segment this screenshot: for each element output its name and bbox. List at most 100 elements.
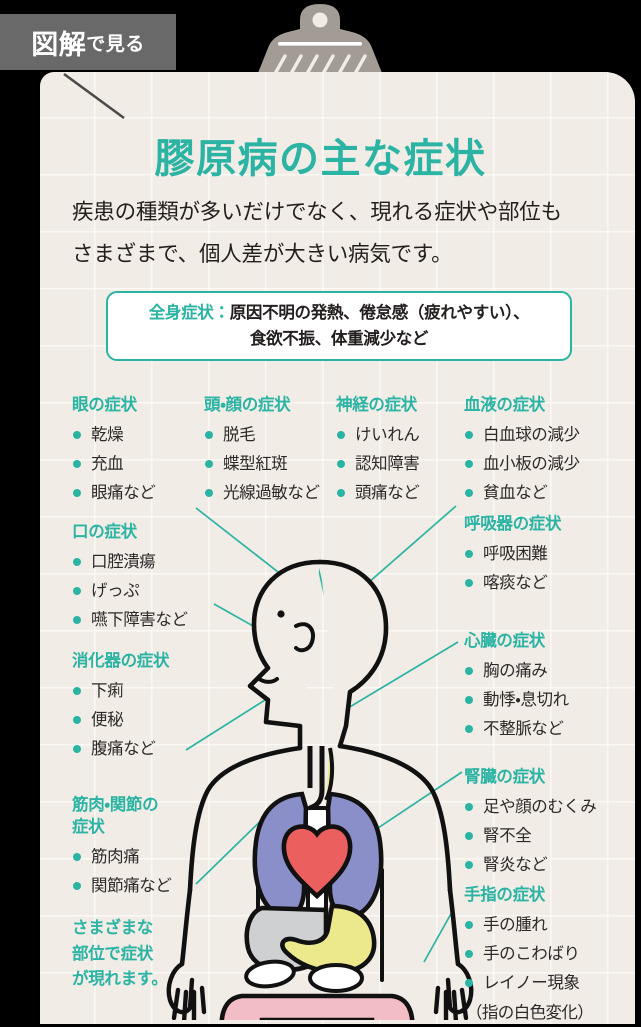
item-label: 腎炎など xyxy=(483,855,548,875)
group-heading-blood: 血液の症状 xyxy=(464,395,546,414)
item-label: 下痢 xyxy=(91,680,124,700)
pancreas xyxy=(308,963,364,993)
bullet-dot xyxy=(73,587,81,596)
bullet-dot xyxy=(465,430,473,439)
gallbladder xyxy=(244,959,296,989)
item-label: 口腔潰瘍 xyxy=(91,551,156,571)
figure-badge: 図解 で見る xyxy=(0,14,176,70)
list-item: 蝶型紅斑 xyxy=(204,449,320,478)
item-label: 貧血など xyxy=(483,483,548,503)
list-item: 白血球の減少 xyxy=(464,420,580,449)
item-label: 便秘 xyxy=(91,710,124,730)
symptom-group-head-face: 頭・顔の症状 脱毛 蝶型紅斑 光線過敏など xyxy=(204,394,320,508)
bullet-dot xyxy=(465,460,473,469)
bullet-dot xyxy=(337,430,345,439)
list-item: 眼痛など xyxy=(72,478,156,507)
bullet-dot xyxy=(73,430,81,439)
item-label: 足や顔のむくみ xyxy=(483,796,597,816)
list-item: 嚥下障害など xyxy=(72,605,188,634)
item-label: 白血球の減少 xyxy=(483,424,580,444)
bullet-dot xyxy=(73,460,81,469)
right-hand xyxy=(433,961,474,1020)
item-label: レイノー現象 xyxy=(483,973,580,993)
symptom-group-muscle-joint: 筋肉・関節の 症状 筋肉痛 関節痛など xyxy=(72,794,172,900)
group-heading-nerve: 神経の症状 xyxy=(336,395,418,414)
list-item: 動悸・息切れ xyxy=(464,685,569,714)
list-item: 胸の痛み xyxy=(464,656,569,685)
bullet-dot xyxy=(73,616,81,625)
item-label: 充血 xyxy=(91,454,124,474)
group-list-respiratory: 呼吸困難 喀痰など xyxy=(464,539,561,598)
group-list-nerve: けいれん 認知障害 頭痛など xyxy=(336,420,420,508)
group-heading-mouth: 口の症状 xyxy=(72,522,137,541)
item-label: 動悸・息切れ xyxy=(483,690,569,710)
list-item: 脱毛 xyxy=(204,420,320,449)
list-item: 筋肉痛 xyxy=(72,842,172,871)
symptom-group-blood: 血液の症状 白血球の減少 血小板の減少 貧血など xyxy=(464,394,580,508)
group-list-hand-finger: 手の腫れ 手のこわばり レイノー現象 xyxy=(464,910,593,998)
group-heading-respiratory: 呼吸器の症状 xyxy=(464,514,562,533)
systemic-line-1: 全身症状：原因不明の発熱、倦怠感（疲れやすい）、 xyxy=(149,300,530,326)
list-item: 頭痛など xyxy=(336,478,420,507)
list-item: レイノー現象 xyxy=(464,968,593,997)
group-heading-muscle-joint: 筋肉・関節の 症状 xyxy=(72,795,159,836)
bullet-dot xyxy=(337,460,345,469)
bullet-dot xyxy=(465,802,473,811)
systemic-line-2: 食欲不振、体重減少など xyxy=(249,329,429,348)
symptom-group-respiratory: 呼吸器の症状 呼吸困難 喀痰など xyxy=(464,513,562,598)
list-item: 充血 xyxy=(72,449,155,478)
group-list-eye: 乾燥 充血 眼痛など xyxy=(72,420,156,508)
item-label: 嚥下障害など xyxy=(91,610,188,630)
list-item: 乾燥 xyxy=(72,420,155,449)
bullet-dot xyxy=(465,696,473,705)
bullet-dot xyxy=(465,950,473,959)
item-label: 呼吸困難 xyxy=(483,543,548,563)
group-list-muscle-joint: 筋肉痛 関節痛など xyxy=(72,842,172,901)
closing-note: さまざまな 部位で症状 が現れます。 xyxy=(72,918,168,989)
list-item: 光線過敏など xyxy=(204,478,320,507)
bullet-dot xyxy=(465,489,473,498)
list-item: 腹痛など xyxy=(72,734,169,763)
item-label: 手のこわばり xyxy=(483,944,580,964)
left-hand xyxy=(166,961,207,1020)
group-heading-digestive: 消化器の症状 xyxy=(72,651,170,670)
systemic-label: 全身症状： xyxy=(148,303,230,323)
group-heading-heart: 心臓の症状 xyxy=(464,631,546,650)
bullet-dot xyxy=(73,489,81,498)
group-heading-kidney: 腎臓の症状 xyxy=(464,767,546,786)
bullet-dot xyxy=(73,716,81,725)
list-item: 不整脈など xyxy=(464,714,569,743)
list-item: 口腔潰瘍 xyxy=(72,547,188,576)
symptom-group-heart: 心臓の症状 胸の痛み 動悸・息切れ 不整脈など xyxy=(464,630,569,744)
bullet-dot xyxy=(205,430,213,439)
symptom-group-mouth: 口の症状 口腔潰瘍 げっぷ 嚥下障害など xyxy=(72,521,188,635)
item-label: 不整脈など xyxy=(483,719,564,739)
bullet-dot xyxy=(73,557,81,566)
item-label: 喀痰など xyxy=(483,573,548,593)
item-label: 胸の痛み xyxy=(483,660,548,680)
item-label: げっぷ xyxy=(91,581,140,601)
lead-paragraph: 疾患の種類が多いだけでなく、現れる症状や部位もさまざまで、個人差が大きい病気です… xyxy=(72,200,562,267)
badge-main-text: 図解 xyxy=(31,29,87,61)
list-item: 下痢 xyxy=(72,676,169,705)
bullet-dot xyxy=(465,832,473,841)
bullet-dot xyxy=(465,979,473,988)
item-label: 蝶型紅斑 xyxy=(223,454,288,474)
clipboard-page xyxy=(40,72,635,1024)
hand-finger-note: （指の白色変化） xyxy=(466,1002,594,1022)
bullet-dot xyxy=(465,861,473,870)
group-heading-hand-finger: 手指の症状 xyxy=(464,885,546,904)
group-list-digestive: 下痢 便秘 腹痛など xyxy=(72,676,169,764)
item-label: 認知障害 xyxy=(355,454,420,474)
list-item: 認知障害 xyxy=(336,449,420,478)
mouth-line xyxy=(256,676,279,684)
list-item: 足や顔のむくみ xyxy=(464,792,597,821)
bullet-dot xyxy=(465,920,473,929)
symptom-group-hand-finger: 手指の症状 手の腫れ 手のこわばり レイノー現象 （指の白色変化） xyxy=(464,884,594,1027)
systemic-text-1: 原因不明の発熱、倦怠感（疲れやすい）、 xyxy=(229,303,530,323)
bullet-dot xyxy=(205,460,213,469)
bullet-dot xyxy=(465,666,473,675)
page-title: 膠原病の主な症状 xyxy=(154,136,487,182)
badge-sub-text: で見る xyxy=(86,32,145,55)
bullet-dot xyxy=(465,579,473,588)
